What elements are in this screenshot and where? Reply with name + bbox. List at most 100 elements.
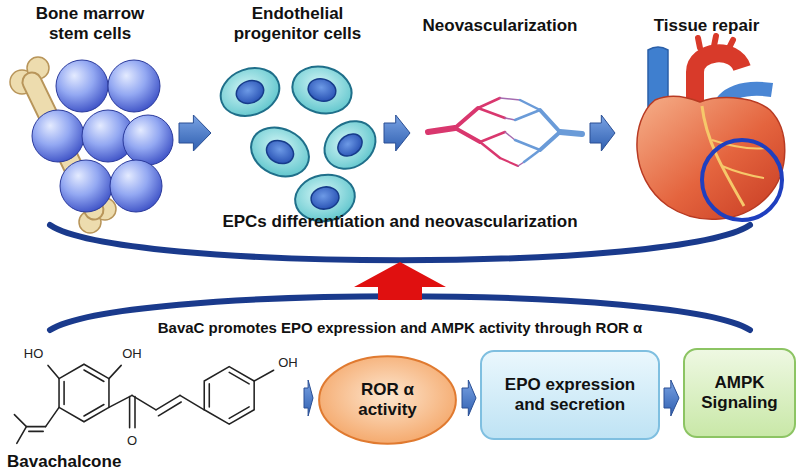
heart: [637, 36, 785, 220]
chemical-structure-part: [254, 370, 273, 381]
atom-label: HO: [24, 347, 44, 360]
node-heading: Bone marrow stem cells: [25, 4, 155, 43]
progenitor-cells-part-part: [233, 77, 267, 107]
atom-label: OH: [122, 347, 142, 360]
vessel-network-part-part: [500, 158, 518, 166]
vessel-network-part-part: [560, 132, 582, 134]
vessel-network-part-part: [478, 108, 505, 118]
text-holder: Endothelial progenitor cells: [223, 4, 373, 43]
progenitor-cells-part-part: [306, 76, 339, 104]
vessel-network-part-part: [505, 132, 515, 140]
chemical-structure-part: [209, 372, 249, 418]
chemical-structure-part: [204, 367, 254, 425]
chemical-structure: [14, 364, 273, 443]
chemical-structure-part: [130, 397, 135, 428]
stage-heading-box: Bone marrow stem cells: [5, 4, 175, 225]
node-heading: ROR α activity: [343, 380, 433, 419]
text-holder: Bone marrow stem cells: [25, 4, 155, 43]
block-arrow: [590, 115, 615, 151]
compound-box: Bavachalcone: [5, 340, 300, 472]
chemical-structure-part: [132, 395, 156, 409]
stem-cells-part: [123, 115, 173, 165]
atom-label: OH: [278, 355, 298, 368]
block-arrow: [462, 380, 476, 416]
progenitor-cells-part-part: [214, 60, 286, 124]
text-holder: Bavachalcone: [7, 452, 121, 472]
vessel-network-part: [500, 98, 524, 166]
progenitor-cells-part-part: [334, 129, 367, 160]
progenitor-cells-part-part: [243, 118, 317, 185]
text-holder: Tissue repair: [620, 16, 793, 36]
stage-heading-box: Tissue repair: [619, 4, 794, 225]
chemical-structure-part: [46, 407, 59, 426]
progenitor-cells-part: [214, 60, 286, 124]
mechanism-caption: BavaC promotes EPO expression and AMPK a…: [100, 319, 700, 336]
block-arrow: [179, 115, 211, 151]
chemical-structure-part: [156, 395, 181, 415]
progenitor-cells-part-part: [309, 185, 340, 212]
progenitor-cells-part-part: [287, 60, 357, 120]
vessel-network-part-part: [540, 110, 560, 132]
chemical-structure-part: [26, 427, 45, 432]
node-heading: Neovascularization: [415, 16, 585, 36]
chemical-structure-part: [59, 364, 109, 422]
block-arrow: [384, 115, 410, 151]
chemical-structure-part: [109, 365, 121, 378]
vessel-network-part: [428, 98, 518, 166]
chemical-structure-part: [48, 365, 59, 378]
progenitor-cells-part: [243, 118, 317, 185]
block-arrow: [304, 380, 313, 416]
arc-caption: EPCs differentiation and neovascularizat…: [100, 212, 700, 232]
stem-cells-part: [56, 60, 108, 112]
vessel-network-part-part: [455, 108, 478, 128]
text-holder: EPO expression and secretion: [495, 375, 645, 414]
vessel-network-part-part: [515, 110, 540, 120]
vessel-network-part-part: [480, 132, 505, 142]
process-box: EPO expression and secretion: [480, 350, 660, 440]
text-holder: AMPK Signaling: [692, 373, 787, 412]
progenitor-cells-part: [287, 60, 357, 120]
stem-cells-part: [108, 60, 160, 112]
progenitor-cells-part: [315, 111, 384, 178]
progenitor-cells-part-part: [315, 111, 384, 178]
promotion-arrow: [354, 262, 446, 300]
process-box: AMPK Signaling: [683, 348, 796, 438]
vessel-network-part-part: [480, 142, 500, 158]
vessel-network-part-part: [515, 140, 540, 150]
vessel-network-part-part: [500, 98, 520, 100]
text-holder: ROR α activity: [343, 380, 433, 419]
heart-part: [702, 140, 782, 220]
node-heading: EPO expression and secretion: [495, 375, 645, 414]
stem-cells-part: [110, 160, 162, 212]
vessel-network-part-part: [524, 150, 540, 162]
vessel-network-part-part: [455, 128, 480, 142]
bracket-arcs: [50, 225, 750, 330]
receptor-ellipse: ROR α activity: [317, 355, 458, 445]
ellipse-shape: [319, 356, 456, 443]
node-heading: AMPK Signaling: [692, 373, 787, 412]
block-arrow: [664, 380, 679, 416]
vessel-network-part-part: [428, 128, 455, 132]
vessel-network-part-part: [478, 98, 500, 108]
atom-label: O: [127, 433, 137, 446]
stem-cells-part: [32, 110, 84, 162]
heart-part: [637, 96, 785, 219]
progenitor-cells-part-part: [263, 136, 298, 168]
vessel-network-part-part: [540, 132, 560, 150]
chemical-structure-part: [14, 415, 26, 444]
node-heading: Bavachalcone: [7, 452, 121, 472]
node-heading: Endothelial progenitor cells: [223, 4, 373, 43]
vessel-network-part: [515, 100, 582, 162]
vessel-network-part-part: [520, 100, 540, 110]
stage-heading-box: Neovascularization: [414, 4, 586, 225]
progenitor-cells: [214, 60, 385, 226]
vessel-network-part-part: [505, 118, 515, 120]
chemical-structure-part: [180, 395, 204, 409]
chemical-structure-part: [64, 370, 104, 416]
stem-cells: [32, 60, 173, 212]
stage-heading-box: Endothelial progenitor cells: [215, 4, 380, 225]
text-holder: Neovascularization: [415, 16, 585, 36]
stem-cells-part: [60, 160, 112, 212]
chemical-structure-part: [109, 395, 132, 407]
